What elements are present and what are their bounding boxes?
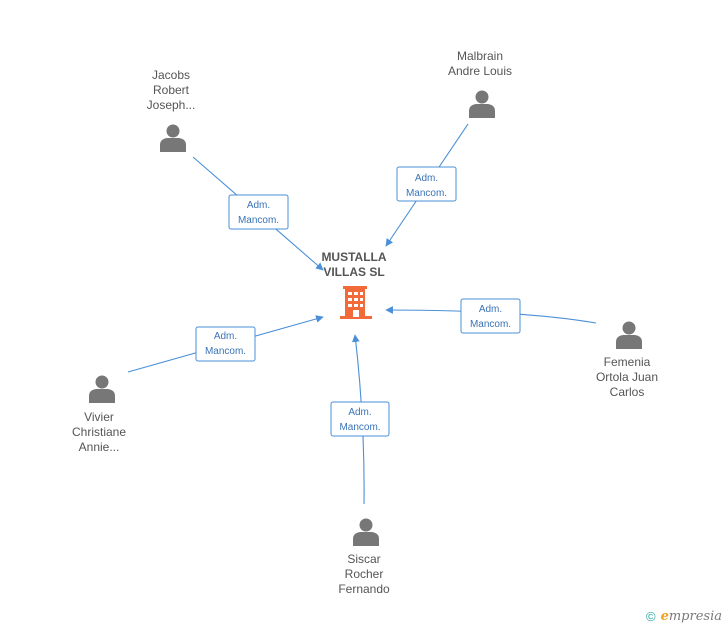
role-line-2: Mancom. [205, 346, 246, 357]
edge-label-vivier[interactable]: Adm. Mancom. [195, 326, 256, 362]
person-name-line-3: Joseph... [147, 98, 196, 112]
role-line-1: Adm. [247, 200, 270, 211]
edge-label-femenia[interactable]: Adm. Mancom. [460, 298, 521, 334]
edge-label-malbrain[interactable]: Adm. Mancom. [396, 166, 457, 202]
role-line-2: Mancom. [339, 422, 380, 433]
company-name-line-2: VILLAS SL [323, 265, 384, 279]
person-name-line-2: Ortola Juan [596, 370, 658, 384]
person-name-line-1: Malbrain [457, 49, 503, 63]
person-name-line-3: Fernando [338, 582, 390, 596]
person-icon [469, 90, 495, 118]
person-icon [160, 124, 186, 152]
building-icon [340, 286, 372, 319]
person-icon [353, 518, 379, 546]
role-line-1: Adm. [214, 331, 237, 342]
brand-rest: mpresia [668, 609, 722, 624]
person-name-line-1: Femenia [604, 355, 651, 369]
person-name-line-3: Carlos [610, 385, 645, 399]
company-node[interactable]: MUSTALLA VILLAS SL [321, 250, 387, 319]
person-name-line-1: Vivier [84, 410, 114, 424]
brand-name: empresia [661, 609, 722, 624]
person-node-jacobs[interactable]: Jacobs Robert Joseph... [147, 68, 196, 152]
brand-watermark: © empresia [646, 609, 722, 624]
person-icon [89, 375, 115, 403]
role-line-2: Mancom. [238, 215, 279, 226]
person-node-malbrain[interactable]: Malbrain Andre Louis [448, 49, 512, 118]
person-icon [616, 321, 642, 349]
role-line-1: Adm. [348, 407, 371, 418]
person-name-line-1: Jacobs [152, 68, 190, 82]
person-name-line-2: Christiane [72, 425, 126, 439]
role-line-1: Adm. [415, 173, 438, 184]
company-name-line-1: MUSTALLA [321, 250, 386, 264]
person-node-vivier[interactable]: Vivier Christiane Annie... [72, 375, 126, 455]
person-name-line-2: Rocher [345, 567, 384, 581]
role-line-2: Mancom. [470, 319, 511, 330]
copyright-icon: © [645, 609, 656, 624]
brand-initial: e [660, 609, 669, 624]
person-node-siscar[interactable]: Siscar Rocher Fernando [338, 518, 390, 597]
person-name-line-1: Siscar [347, 552, 380, 566]
role-line-2: Mancom. [406, 188, 447, 199]
person-name-line-2: Robert [153, 83, 190, 97]
person-name-line-3: Annie... [79, 440, 120, 454]
person-name-line-2: Andre Louis [448, 64, 512, 78]
person-node-femenia[interactable]: Femenia Ortola Juan Carlos [596, 321, 658, 400]
role-line-1: Adm. [479, 304, 502, 315]
edge-label-siscar[interactable]: Adm. Mancom. [330, 401, 390, 437]
edge-label-jacobs[interactable]: Adm. Mancom. [228, 194, 289, 230]
